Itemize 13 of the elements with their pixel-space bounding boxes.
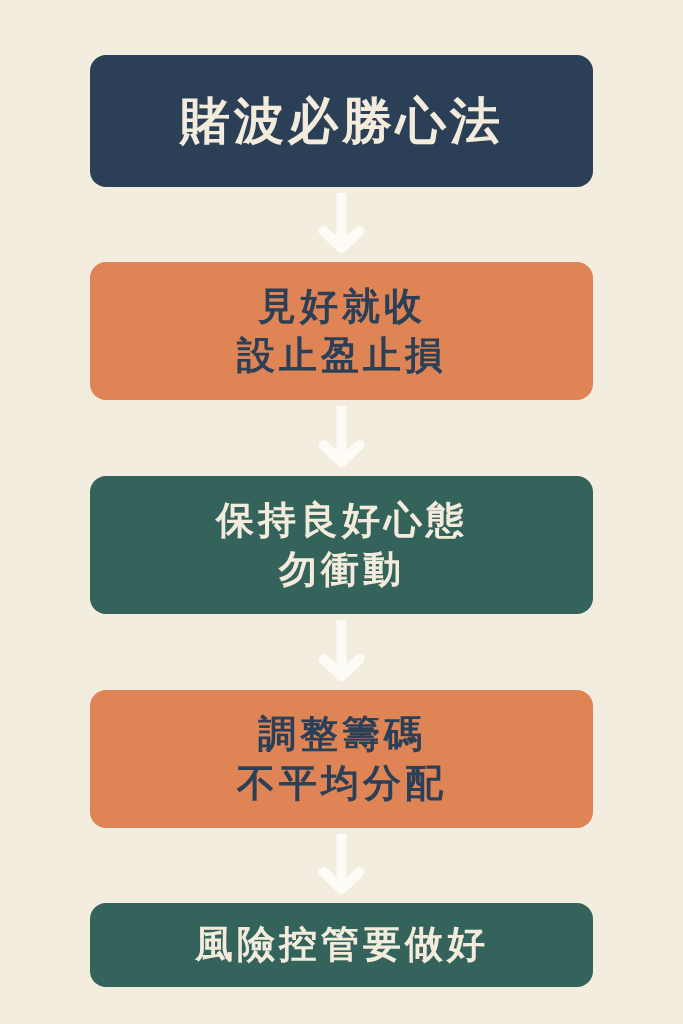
- step-box: [90, 903, 593, 987]
- step-text: 風險控管要做好: [194, 921, 489, 969]
- step-box: [90, 55, 593, 187]
- step-text: 設止盈止損: [236, 332, 447, 379]
- step-box: [90, 690, 593, 828]
- title-text: 賭波必勝心法: [179, 90, 504, 152]
- step-box: [90, 476, 593, 614]
- step-box: [90, 262, 593, 400]
- step-text: 保持良好心態: [215, 496, 468, 544]
- step-text: 不平均分配: [236, 760, 447, 807]
- step-text: 見好就收: [257, 282, 426, 330]
- step-text: 調整籌碼: [257, 710, 426, 758]
- step-text: 勿衝動: [278, 546, 405, 593]
